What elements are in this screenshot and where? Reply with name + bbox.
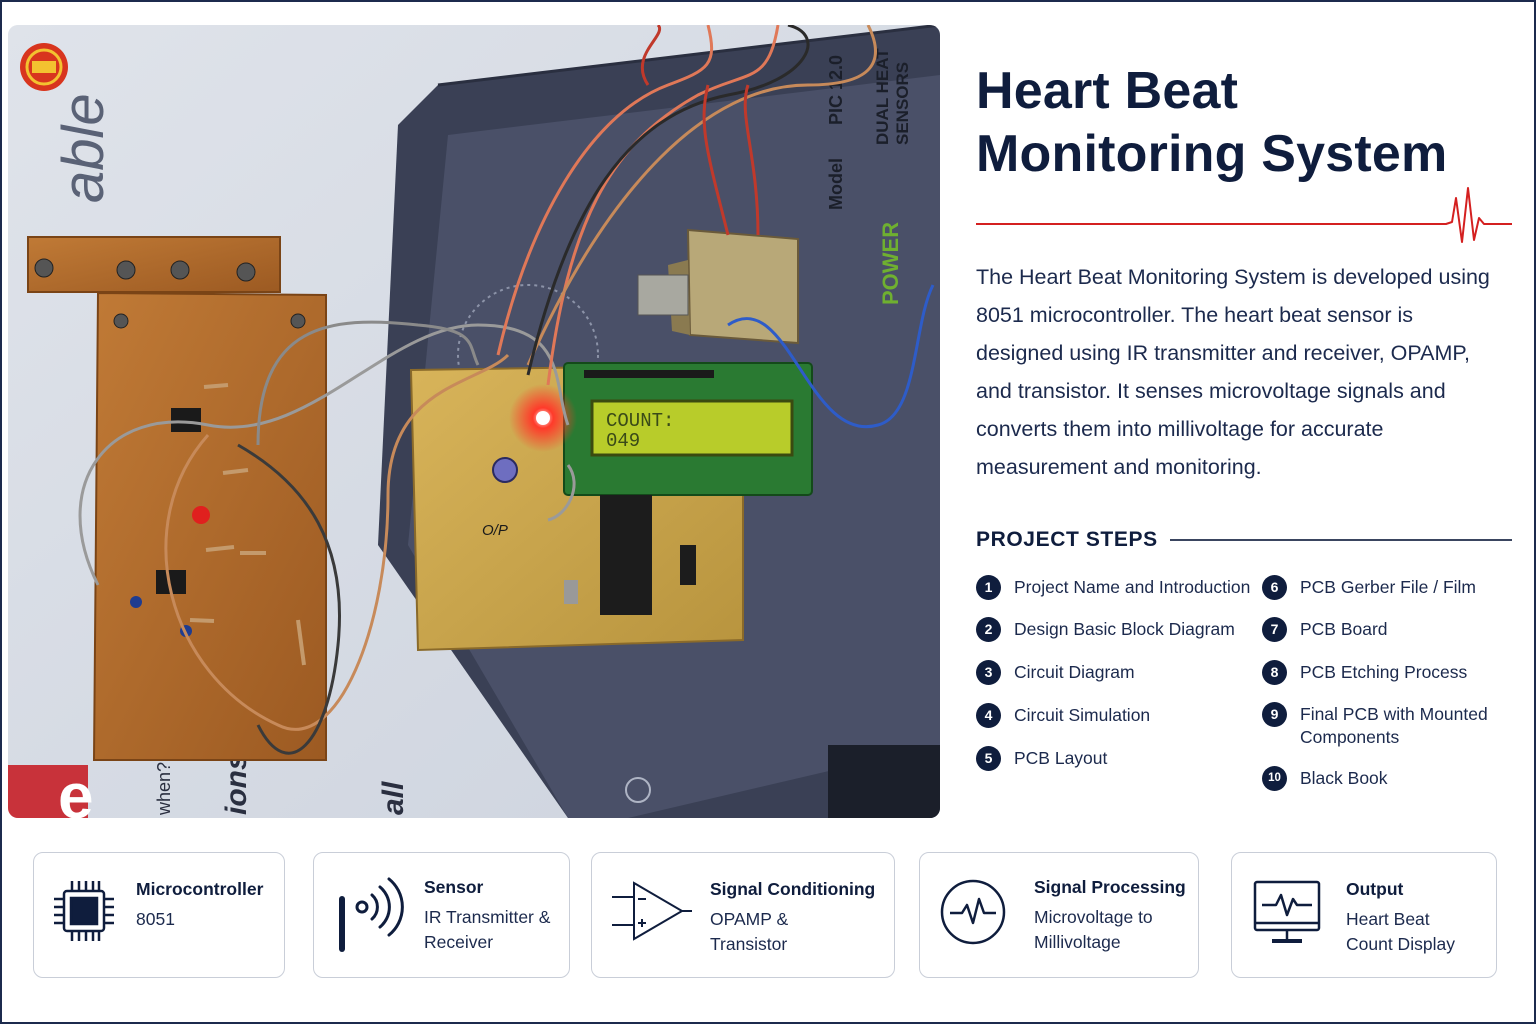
step-item: 9 Final PCB with Mounted Components xyxy=(1262,702,1490,749)
card-sensor: Sensor IR Transmitter & Receiver xyxy=(313,852,570,978)
step-item: 10 Black Book xyxy=(1262,766,1500,791)
card-title: Signal Processing xyxy=(1034,877,1186,897)
monitor-ecg-icon xyxy=(1253,880,1321,943)
step-label: Final PCB with Mounted Components xyxy=(1300,704,1488,747)
card-desc: Microvoltage to xyxy=(1034,907,1153,927)
step-item: 3 Circuit Diagram xyxy=(976,660,1254,685)
step-label: Black Book xyxy=(1300,768,1388,788)
page-title: Heart Beat Monitoring System xyxy=(976,60,1516,186)
card-desc: Receiver xyxy=(424,932,494,952)
card-title: Signal Conditioning xyxy=(710,879,876,899)
card-desc: Transistor xyxy=(710,934,788,954)
card-signal-processing: Signal Processing Microvoltage to Milliv… xyxy=(919,852,1199,978)
step-label: Circuit Diagram xyxy=(1014,662,1135,682)
photo-label-table: able xyxy=(51,93,116,203)
photo-label-e: e xyxy=(58,760,94,818)
lcd-line-1: COUNT: xyxy=(606,410,674,432)
step-number-badge: 1 xyxy=(976,575,1001,600)
photo-label-sensors-1: DUAL HEAT xyxy=(873,48,892,145)
opamp-icon xyxy=(612,881,692,941)
card-microcontroller: Microcontroller 8051 xyxy=(33,852,285,978)
photo-label-pic: PIC 12.0 xyxy=(826,55,846,125)
ir-signal-icon xyxy=(339,877,404,952)
chip-icon xyxy=(54,881,114,941)
step-item: 1 Project Name and Introduction xyxy=(976,575,1254,600)
step-label: PCB Layout xyxy=(1014,748,1108,768)
step-label: Project Name and Introduction xyxy=(1014,577,1251,597)
steps-heading-label: PROJECT STEPS xyxy=(976,528,1158,551)
steps-heading-rule xyxy=(1169,539,1512,541)
step-number-badge: 8 xyxy=(1262,660,1287,685)
card-desc: Heart Beat xyxy=(1346,909,1430,929)
step-number-badge: 3 xyxy=(976,660,1001,685)
logo-badge-icon xyxy=(20,43,68,91)
waveform-circle-icon xyxy=(940,879,1006,945)
card-desc: 8051 xyxy=(136,909,175,929)
step-label: PCB Gerber File / Film xyxy=(1300,577,1476,597)
step-item: 8 PCB Etching Process xyxy=(1262,660,1500,685)
step-label: PCB Etching Process xyxy=(1300,662,1468,682)
steps-heading: PROJECT STEPS xyxy=(976,528,1512,552)
step-item: 6 PCB Gerber File / Film xyxy=(1262,575,1500,600)
step-item: 2 Design Basic Block Diagram xyxy=(976,617,1254,642)
card-output: Output Heart Beat Count Display xyxy=(1231,852,1497,978)
step-number-badge: 10 xyxy=(1262,766,1287,791)
card-desc: Count Display xyxy=(1346,934,1455,954)
card-desc: Millivoltage xyxy=(1034,932,1121,952)
photo-label-all: all xyxy=(377,781,410,815)
step-label: PCB Board xyxy=(1300,619,1388,639)
step-number-badge: 2 xyxy=(976,617,1001,642)
title-line-1: Heart Beat xyxy=(976,62,1239,120)
step-number-badge: 4 xyxy=(976,703,1001,728)
card-desc: OPAMP & xyxy=(710,909,789,929)
step-label: Design Basic Block Diagram xyxy=(1014,619,1235,639)
step-item: 5 PCB Layout xyxy=(976,746,1254,771)
step-number-badge: 7 xyxy=(1262,617,1287,642)
step-number-badge: 5 xyxy=(976,746,1001,771)
step-number-badge: 6 xyxy=(1262,575,1287,600)
card-signal-conditioning: Signal Conditioning OPAMP & Transistor xyxy=(591,852,895,978)
step-item: 7 PCB Board xyxy=(1262,617,1500,642)
circuit-photo-illustration: able Model PIC 12.0 DUAL HEAT SENSORS PO… xyxy=(8,25,940,818)
photo-label-sensors-2: SENSORS xyxy=(893,62,912,145)
photo-label-power: POWER xyxy=(878,222,903,305)
step-number-badge: 9 xyxy=(1262,702,1287,727)
project-description: The Heart Beat Monitoring System is deve… xyxy=(976,265,1490,479)
step-label: Circuit Simulation xyxy=(1014,705,1151,725)
card-title: Microcontroller xyxy=(136,879,264,899)
photo-label-model: Model xyxy=(826,158,846,210)
lcd-line-2: 049 xyxy=(606,430,640,452)
photo-label-ions: ions xyxy=(220,753,253,815)
photo-label-op: O/P xyxy=(482,522,508,539)
step-item: 4 Circuit Simulation xyxy=(976,703,1254,728)
project-photo: able Model PIC 12.0 DUAL HEAT SENSORS PO… xyxy=(8,25,940,818)
card-desc: IR Transmitter & xyxy=(424,907,551,927)
card-title: Output xyxy=(1346,879,1404,899)
title-line-2: Monitoring System xyxy=(976,125,1448,183)
card-title: Sensor xyxy=(424,877,484,897)
ecg-divider-icon xyxy=(976,187,1512,243)
photo-label-when: when? xyxy=(154,762,174,816)
